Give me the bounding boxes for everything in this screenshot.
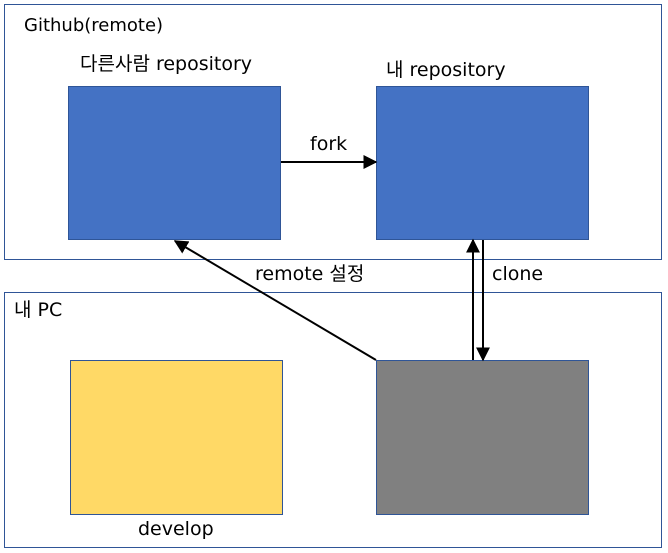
- develop-box: [70, 360, 283, 515]
- develop-label: develop: [138, 518, 214, 540]
- remote-setting-label: remote 설정: [255, 263, 365, 285]
- my-repository-box: [376, 86, 589, 240]
- my-repository-label: 내 repository: [386, 59, 506, 81]
- other-repository-label: 다른사람 repository: [80, 53, 253, 75]
- other-repository-box: [68, 86, 281, 240]
- clone-label: clone: [492, 263, 544, 285]
- my-pc-label: 내 PC: [14, 299, 63, 321]
- github-remote-label: Github(remote): [24, 15, 164, 36]
- fork-label: fork: [310, 133, 348, 155]
- local-repository-box: [376, 360, 589, 515]
